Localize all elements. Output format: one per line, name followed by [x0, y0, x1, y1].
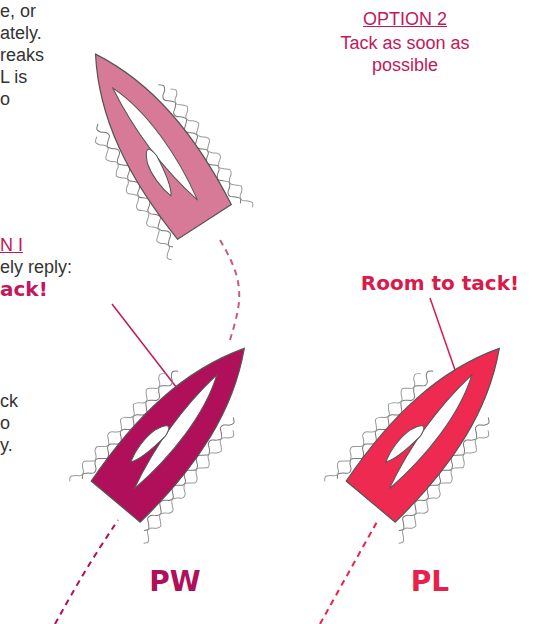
tack-path — [220, 240, 239, 340]
hail-text: ack! — [0, 278, 48, 300]
cockpit — [383, 420, 427, 468]
boat-name: PW — [149, 566, 200, 598]
cropped-text: ely reply: — [0, 256, 72, 278]
windward-boat — [68, 316, 283, 545]
boat-name: PL — [411, 566, 449, 598]
sail — [111, 80, 201, 207]
cropped-text: ck — [0, 390, 18, 412]
sail — [125, 373, 228, 491]
hull — [344, 326, 526, 524]
cropped-text: o — [0, 412, 10, 434]
cockpit — [128, 420, 172, 468]
cropped-text: y. — [0, 434, 13, 456]
sail — [380, 373, 483, 491]
hail-text: Room to tack! — [359, 272, 521, 294]
cropped-text: ately. — [0, 22, 42, 44]
track-line — [320, 520, 378, 624]
cropped-text: reaks — [0, 44, 44, 66]
option-text: Tack as soon as possible — [340, 32, 470, 76]
option-boat — [53, 26, 255, 261]
option-heading: N I — [0, 234, 23, 256]
cropped-text: L is — [0, 66, 27, 88]
hull — [89, 326, 271, 524]
track-line — [55, 520, 118, 624]
hull — [66, 35, 233, 241]
leeward-boat — [323, 316, 538, 545]
cropped-text: o — [0, 88, 10, 110]
cropped-text: e, or — [0, 0, 36, 22]
leader-line — [112, 304, 180, 392]
option-heading: OPTION 2 — [363, 8, 447, 30]
cockpit — [140, 147, 180, 198]
